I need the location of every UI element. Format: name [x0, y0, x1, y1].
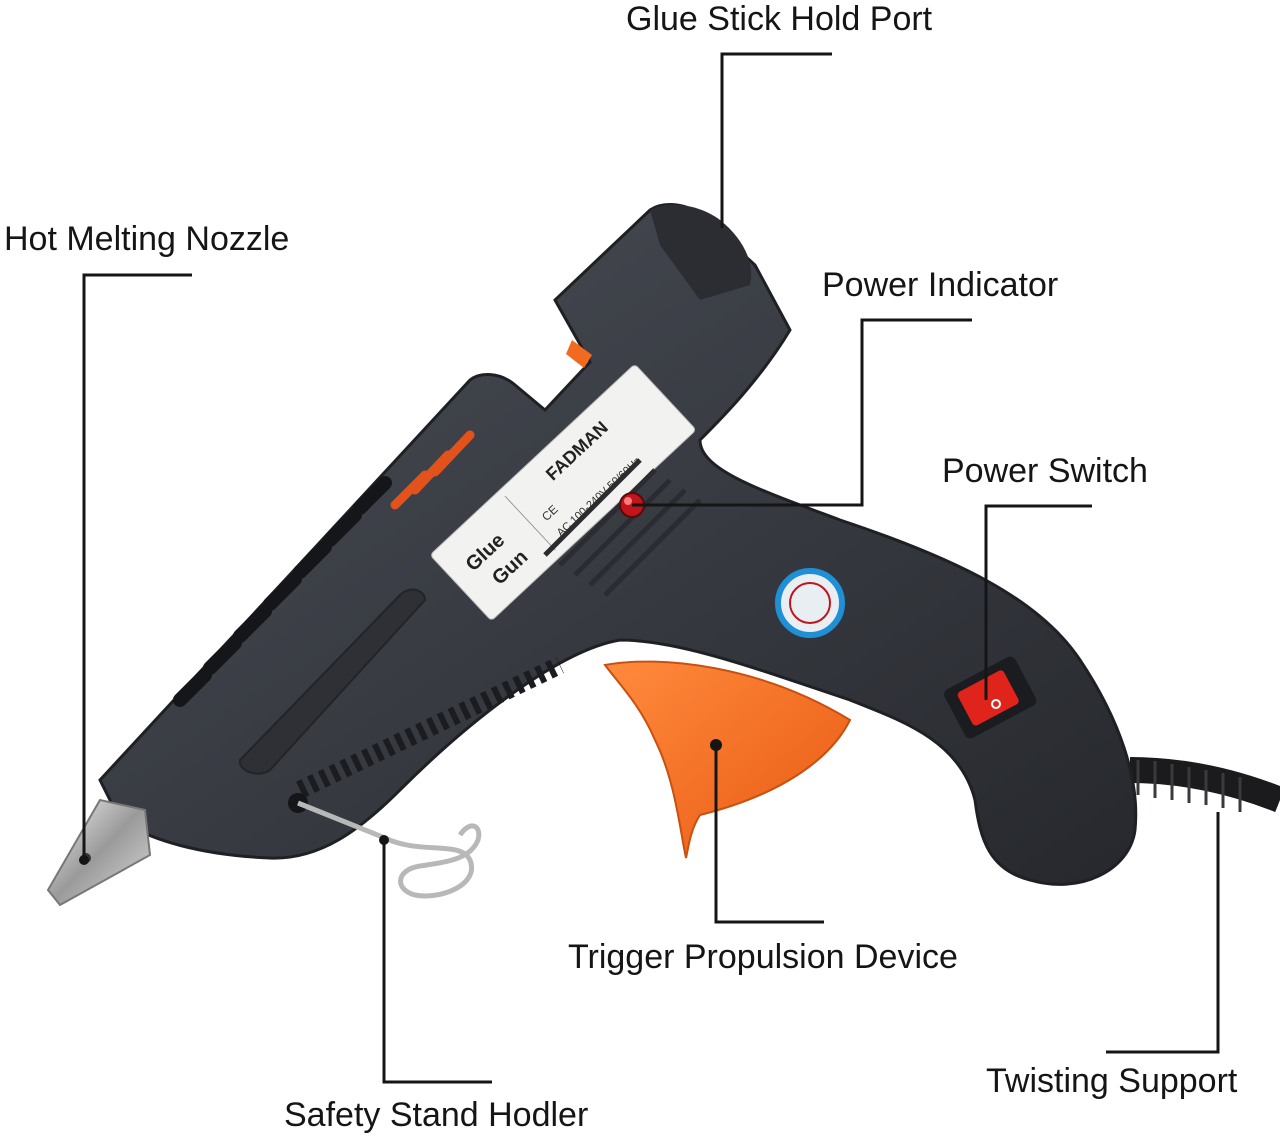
barrel-vents: [173, 430, 475, 707]
leader-lines: [82, 52, 1220, 1084]
trigger[interactable]: [603, 660, 852, 859]
leader-power-indicator: [632, 318, 972, 507]
leader-power-switch: [984, 504, 1092, 700]
safety-stand-wire: [288, 793, 482, 899]
dot-nozzle: [79, 855, 89, 865]
led-highlight: [624, 497, 632, 505]
product-label: Glue Gun FADMAN CE AC 100-240V 50/60Hz: [431, 365, 696, 620]
label-power-switch: Power Switch: [942, 452, 1148, 490]
label-glue-stick-hold-port: Glue Stick Hold Port: [626, 0, 933, 38]
leader-hot-melting-nozzle: [82, 273, 192, 860]
power-cable: [1129, 757, 1280, 813]
leader-dots: [79, 739, 722, 865]
label-hot-melting-nozzle: Hot Melting Nozzle: [4, 220, 290, 258]
leader-glue-stick-hold-port: [720, 52, 832, 228]
dot-trigger: [710, 739, 722, 751]
grip-texture: [543, 458, 702, 597]
leader-safety-stand-holder: [382, 840, 492, 1084]
leader-twisting-support: [1106, 812, 1220, 1054]
label-trigger-propulsion-device: Trigger Propulsion Device: [568, 938, 958, 976]
label-twisting-support: Twisting Support: [986, 1062, 1238, 1100]
glue-gun-body: [98, 203, 1138, 886]
certification-badge: [775, 568, 845, 638]
power-switch-button[interactable]: [942, 654, 1038, 740]
label-safety-stand-holder: Safety Stand Hodler: [284, 1096, 589, 1134]
nozzle: [46, 798, 152, 907]
top-orange-tab: [566, 340, 592, 368]
leader-trigger-propulsion-device: [714, 745, 824, 924]
dot-safety-stand: [379, 835, 389, 845]
label-power-indicator: Power Indicator: [822, 266, 1059, 304]
